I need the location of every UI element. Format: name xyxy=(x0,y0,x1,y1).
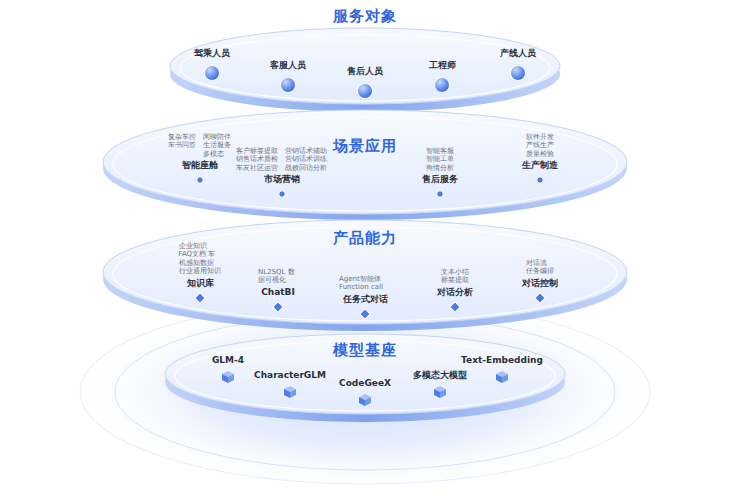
platform-highlight xyxy=(113,227,617,321)
layer-title: 场景应用 xyxy=(333,137,397,156)
item-node: CharacterGLM xyxy=(254,370,326,382)
platform-layer: 产品能力企业知识 FAQ文档 车机感知数据 行业通用知识知识库 NL2SQL 数据… xyxy=(100,216,630,334)
item-marker xyxy=(434,386,446,398)
item-label: 工程师 xyxy=(429,60,456,72)
item-marker xyxy=(535,293,545,303)
item-label: Text-Embedding xyxy=(461,355,543,367)
detail-group: 软件开发 产线生产 质量检验 xyxy=(526,133,555,158)
item-detail: 文本小结 标签提取 xyxy=(441,268,470,285)
item-node: Agent智能体 Function call任务式对话 xyxy=(339,275,391,305)
item-marker xyxy=(273,302,283,312)
platform-top xyxy=(165,334,565,414)
item-label: CharacterGLM xyxy=(254,370,326,382)
item-detail: 营销话术辅助 营销话术训练 战败回访分析 xyxy=(285,147,328,172)
detail-group: NL2SQL 数据可视化 xyxy=(258,268,298,285)
platform-highlight xyxy=(113,117,617,211)
item-marker xyxy=(435,78,450,93)
item-label: 售后服务 xyxy=(422,174,458,186)
item-node: 工程师 xyxy=(429,60,456,72)
item-marker xyxy=(197,177,203,183)
item-node: 售后人员 xyxy=(347,66,383,78)
item-marker xyxy=(537,177,543,183)
item-node: 客户标签提取 销售话术质检 车友社区运营营销话术辅助 营销话术训练 战败回访分析… xyxy=(236,147,328,186)
platform-layer: 场景应用复杂车控 车书问答闲聊陪伴 生活服务 多模态智能座舱客户标签提取 销售话… xyxy=(100,104,630,224)
item-marker xyxy=(511,66,526,81)
item-label: CodeGeeX xyxy=(339,378,391,390)
item-detail: NL2SQL 数据可视化 xyxy=(258,268,298,285)
item-node: 多模态大模型 xyxy=(413,370,467,382)
item-marker xyxy=(279,191,285,197)
item-node: 企业知识 FAQ文档 车机感知数据 行业通用知识知识库 xyxy=(179,242,222,289)
item-node: 复杂车控 车书问答闲聊陪伴 生活服务 多模态智能座舱 xyxy=(168,133,232,172)
item-node: Text-Embedding xyxy=(461,355,543,367)
item-detail: 复杂车控 车书问答 xyxy=(168,133,197,150)
item-detail: 对话流 任务编排 xyxy=(526,259,555,276)
item-marker xyxy=(281,78,296,93)
layer-title: 服务对象 xyxy=(333,7,397,26)
item-marker xyxy=(358,84,373,99)
detail-group: 企业知识 FAQ文档 车机感知数据 行业通用知识 xyxy=(179,242,222,276)
item-label: 智能座舱 xyxy=(182,160,218,172)
item-node: GLM-4 xyxy=(212,355,244,367)
item-marker xyxy=(195,293,205,303)
platform-top xyxy=(170,28,560,104)
item-node: NL2SQL 数据可视化ChatBI xyxy=(258,268,298,298)
item-marker xyxy=(284,386,296,398)
item-marker xyxy=(450,302,460,312)
item-label: 驾乘人员 xyxy=(194,48,230,60)
item-node: 产线人员 xyxy=(500,48,536,60)
detail-group: 智能客服 智能工单 舆情分析 xyxy=(426,147,455,172)
platform-highlight xyxy=(180,35,550,101)
item-label: 产线人员 xyxy=(500,48,536,60)
item-label: 对话控制 xyxy=(522,277,558,289)
detail-group: 复杂车控 车书问答闲聊陪伴 生活服务 多模态 xyxy=(168,133,232,158)
item-marker xyxy=(496,371,508,383)
item-node: 智能客服 智能工单 舆情分析售后服务 xyxy=(422,147,458,186)
item-marker xyxy=(359,394,371,406)
item-label: GLM-4 xyxy=(212,355,244,367)
item-detail: 闲聊陪伴 生活服务 多模态 xyxy=(203,133,232,158)
item-label: 生产制造 xyxy=(522,160,558,172)
platform-highlight xyxy=(175,341,555,411)
item-label: 多模态大模型 xyxy=(413,370,467,382)
item-detail: 企业知识 FAQ文档 车机感知数据 行业通用知识 xyxy=(179,242,222,276)
layer-title: 产品能力 xyxy=(333,229,397,248)
detail-group: 客户标签提取 销售话术质检 车友社区运营营销话术辅助 营销话术训练 战败回访分析 xyxy=(236,147,328,172)
detail-group: 文本小结 标签提取 xyxy=(441,268,470,285)
platform-top xyxy=(103,110,627,214)
item-node: 文本小结 标签提取对话分析 xyxy=(437,268,473,298)
layer-title: 模型基座 xyxy=(333,341,397,360)
item-marker xyxy=(222,371,234,383)
item-label: ChatBI xyxy=(261,286,295,298)
item-node: 驾乘人员 xyxy=(194,48,230,60)
item-label: 对话分析 xyxy=(437,286,473,298)
item-marker xyxy=(437,191,443,197)
item-label: 知识库 xyxy=(187,277,214,289)
platform-layer: 服务对象驾乘人员客服人员售后人员 工程师 产线人员 xyxy=(166,0,564,118)
platform-layer: 模型基座 GLM-4CharacterGLM CodeGeeX 多模态大模型 Text-… xyxy=(160,330,570,426)
item-detail: 客户标签提取 销售话术质检 车友社区运营 xyxy=(236,147,279,172)
item-detail: Agent智能体 Function call xyxy=(339,275,391,292)
item-node: CodeGeeX xyxy=(339,378,391,390)
item-detail: 智能客服 智能工单 舆情分析 xyxy=(426,147,455,172)
item-node: 对话流 任务编排对话控制 xyxy=(522,259,558,289)
item-label: 任务式对话 xyxy=(343,293,388,305)
item-marker xyxy=(205,66,220,81)
detail-group: Agent智能体 Function call xyxy=(339,275,391,292)
item-detail: 软件开发 产线生产 质量检验 xyxy=(526,133,555,158)
platform-top xyxy=(103,220,627,324)
item-label: 市场营销 xyxy=(264,174,300,186)
item-node: 客服人员 xyxy=(270,60,306,72)
item-marker xyxy=(360,309,370,319)
item-label: 售后人员 xyxy=(347,66,383,78)
item-label: 客服人员 xyxy=(270,60,306,72)
detail-group: 对话流 任务编排 xyxy=(526,259,555,276)
item-node: 软件开发 产线生产 质量检验生产制造 xyxy=(522,133,558,172)
